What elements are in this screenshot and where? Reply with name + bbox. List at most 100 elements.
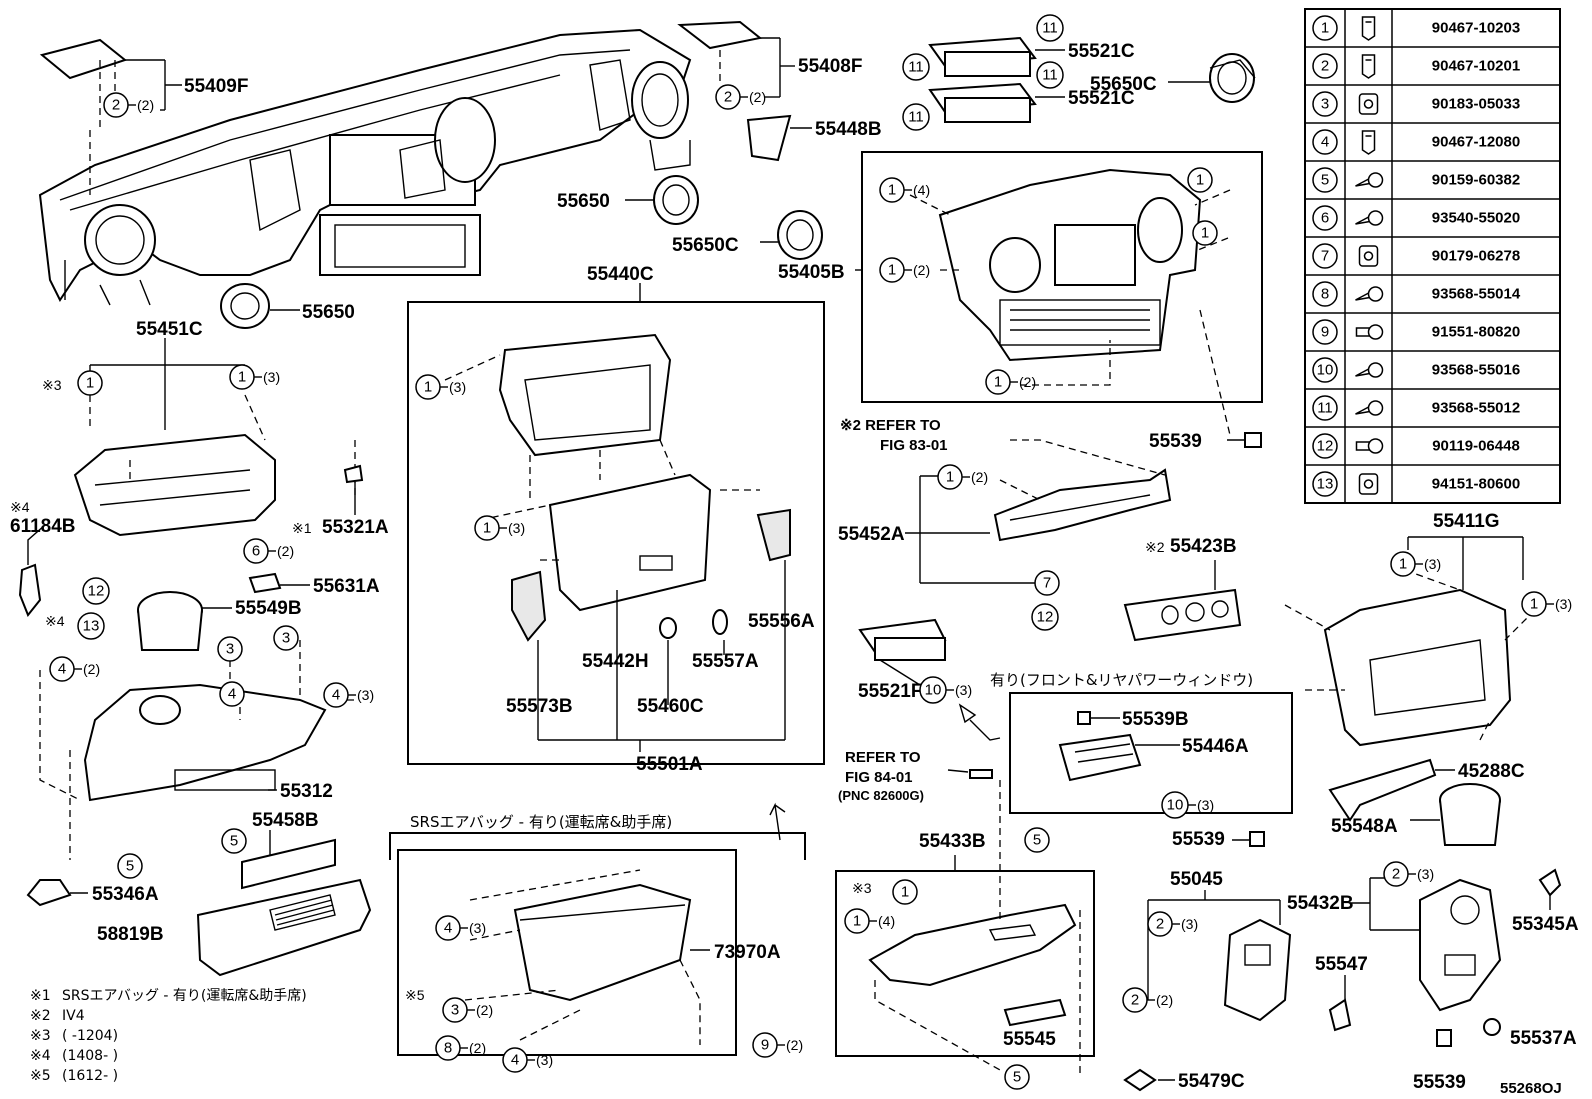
part-55479C-drawing: [1123, 1068, 1175, 1092]
refer-arrows: [769, 703, 1001, 841]
fastener-part-number: 93568-55016: [1432, 362, 1520, 379]
part-55537A-drawing: [1483, 1018, 1501, 1036]
part-58819B-drawing: [196, 878, 372, 977]
callout-3: 3(2): [442, 997, 493, 1023]
part-55549B-drawing: [137, 591, 232, 651]
callout-qty: (2): [786, 1037, 803, 1053]
callout-4: 4(3): [323, 682, 374, 708]
fastener-number: 13: [1317, 476, 1334, 493]
mark-x3-top: ※3: [42, 377, 62, 393]
callout-qty: (2): [749, 89, 766, 105]
instrument-panel-drawing: [38, 28, 692, 306]
label-55556A: 55556A: [748, 611, 815, 632]
callout-number: 1: [853, 913, 861, 930]
fastener-part-number: 93568-55012: [1432, 400, 1520, 417]
fastener-number-circle: [1312, 91, 1338, 117]
label-55346A: 55346A: [92, 884, 159, 905]
clip-icon: [1361, 130, 1376, 155]
callout-qty: (3): [1424, 556, 1441, 572]
label-55650-a: 55650: [557, 191, 610, 212]
callout-number: 1: [86, 375, 94, 392]
label-55539-b: 55539: [1172, 829, 1225, 850]
label-55411G: 55411G: [1433, 511, 1500, 532]
callout-10: 10(3): [1161, 791, 1214, 819]
legend-mark: ※1: [30, 988, 51, 1004]
part-55433B-drawing: [868, 780, 1081, 1078]
callout-number: 4: [58, 661, 66, 678]
callout-4: 4: [219, 681, 245, 707]
clip-icon: [1361, 16, 1376, 41]
part-55423B-drawing: [1123, 560, 1242, 642]
callout-3: 3: [273, 625, 299, 651]
fastener-number: 6: [1321, 210, 1329, 227]
label-55547: 55547: [1315, 954, 1368, 975]
mark-x4-bottom: ※4: [45, 613, 65, 629]
fastener-number-circle: [1312, 15, 1338, 41]
legend-mark: ※2: [30, 1008, 51, 1024]
callout-number: 2: [1131, 992, 1139, 1009]
fastener-number: 5: [1321, 172, 1329, 189]
part-55521C-drawing: [928, 36, 1065, 123]
screw-icon: [1355, 210, 1384, 226]
callout-1: 1(4): [879, 177, 930, 203]
legend-text: (1408- ): [62, 1048, 118, 1064]
box-55433B: [835, 870, 1095, 1057]
label-55650-b: 55650: [302, 302, 355, 323]
refer-fig-84-line2: FIG 84-01: [845, 769, 913, 786]
refer-fig-84-line1: REFER TO: [845, 749, 921, 766]
part-55448B-drawing: [746, 114, 812, 162]
callout-qty: (3): [263, 369, 280, 385]
label-55408F: 55408F: [798, 56, 862, 77]
fastener-number-circle: [1312, 471, 1338, 497]
callout-qty: (3): [1417, 866, 1434, 882]
label-55440C: 55440C: [587, 264, 654, 285]
box-73970A: [389, 832, 806, 860]
callout-qty: (3): [1555, 596, 1572, 612]
label-55650C-b: 55650C: [672, 235, 739, 256]
label-55405B: 55405B: [778, 262, 845, 283]
fastener-number-circle: [1312, 205, 1338, 231]
callout-qty: (3): [536, 1052, 553, 1068]
fastener-number: 12: [1317, 438, 1334, 455]
callout-number: 8: [444, 1040, 452, 1057]
fastener-number-circle: [1312, 167, 1338, 193]
callout-circle: [1004, 1064, 1030, 1090]
part-55411G-drawing: [1284, 536, 1536, 747]
part-55446A-drawing: [1058, 711, 1180, 782]
callout-circle: [273, 625, 299, 651]
callout-1: 1(4): [844, 908, 895, 934]
callout-qty: (2): [277, 543, 294, 559]
callout-circle: [1036, 61, 1064, 89]
callout-11: 11: [1036, 14, 1064, 42]
fastener-part-number: 94151-80600: [1432, 476, 1520, 493]
callout-1: 1(2): [937, 464, 988, 490]
fastener-number-circle: [1312, 53, 1338, 79]
box-power-window: [1009, 692, 1293, 814]
screw-icon: [1355, 400, 1384, 416]
part-55408F-drawing: [677, 20, 795, 98]
fastener-number: 1: [1321, 20, 1329, 37]
part-61184B-drawing: [18, 524, 46, 617]
callout-9: 9(2): [752, 1032, 803, 1058]
callout-qty: (2): [971, 469, 988, 485]
fastener-number: 2: [1321, 58, 1329, 75]
label-55631A: 55631A: [313, 576, 380, 597]
part-55631A-drawing: [248, 572, 310, 594]
legend-text: IV4: [62, 1008, 85, 1024]
label-55442H: 55442H: [582, 651, 649, 672]
callout-number: 1: [1196, 172, 1204, 189]
label-55479C: 55479C: [1178, 1071, 1245, 1092]
label-55650C-a: 55650C: [1090, 74, 1157, 95]
callout-number: 1: [994, 374, 1002, 391]
callout-number: 1: [483, 520, 491, 537]
callout-1: 1: [1187, 167, 1213, 193]
callout-circle: [1036, 14, 1064, 42]
callout-qty: (3): [1197, 797, 1214, 813]
callout-11: 11: [902, 103, 930, 131]
callout-4: 4(2): [49, 656, 100, 682]
callout-1: 1(3): [474, 515, 525, 541]
